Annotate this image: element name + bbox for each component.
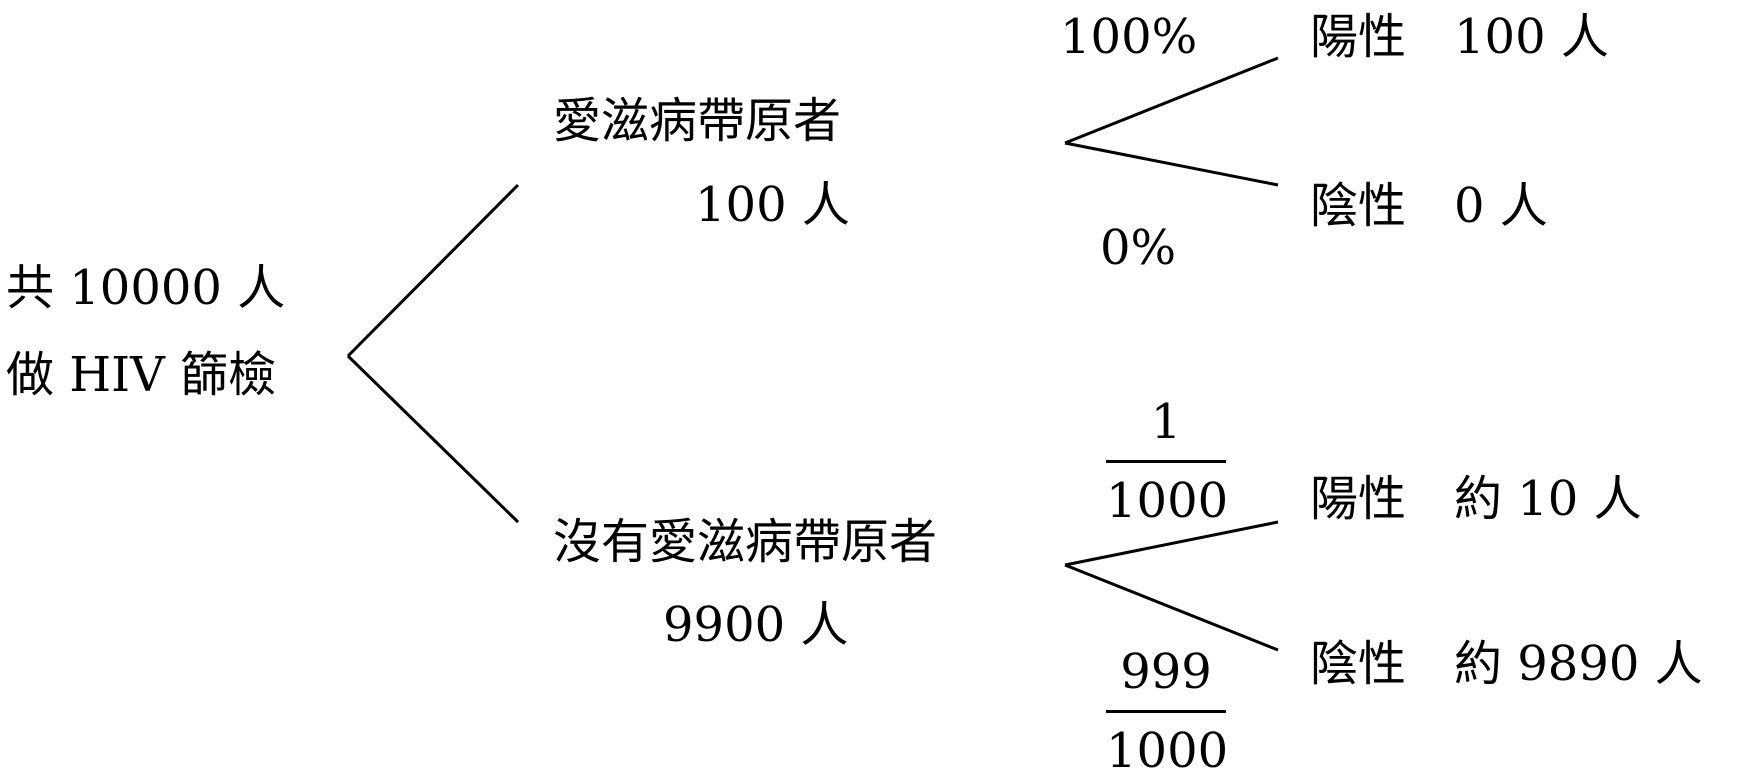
noncarrier-label: 沒有愛滋病帶原者 [553,514,938,570]
branch-noncarrier-to-positive [1064,520,1279,567]
noncarrier-negative-probability: 999 1000 [1106,644,1229,779]
noncarrier-positive-result: 陽性 約 10 人 [1310,471,1642,527]
fraction-numerator: 1 [1150,394,1182,450]
carrier-negative-result: 陰性 0 人 [1310,178,1548,234]
fraction-denominator: 1000 [1106,473,1229,529]
branch-root-to-carrier [346,183,520,358]
fraction-bar [1106,710,1226,713]
carrier-label: 愛滋病帶原者 [553,93,842,149]
fraction-denominator: 1000 [1106,723,1229,779]
noncarrier-positive-probability: 1 1000 [1106,394,1229,529]
noncarrier-negative-result: 陰性 約 9890 人 [1310,636,1703,692]
root-total-label: 共 10000 人 [6,260,286,316]
branch-carrier-to-negative [1064,141,1279,187]
fraction-numerator: 999 [1120,644,1212,700]
carrier-positive-result: 陽性 100 人 [1310,9,1609,65]
noncarrier-count: 9900 人 [663,597,849,653]
carrier-count: 100 人 [695,177,850,233]
carrier-positive-probability: 100% [1060,9,1198,65]
branch-noncarrier-to-negative [1064,563,1279,652]
carrier-negative-probability: 0% [1100,220,1177,276]
root-screening-label: 做 HIV 篩檢 [6,347,277,403]
branch-carrier-to-positive [1064,56,1279,145]
fraction-bar [1106,460,1226,463]
branch-root-to-noncarrier [346,354,520,524]
